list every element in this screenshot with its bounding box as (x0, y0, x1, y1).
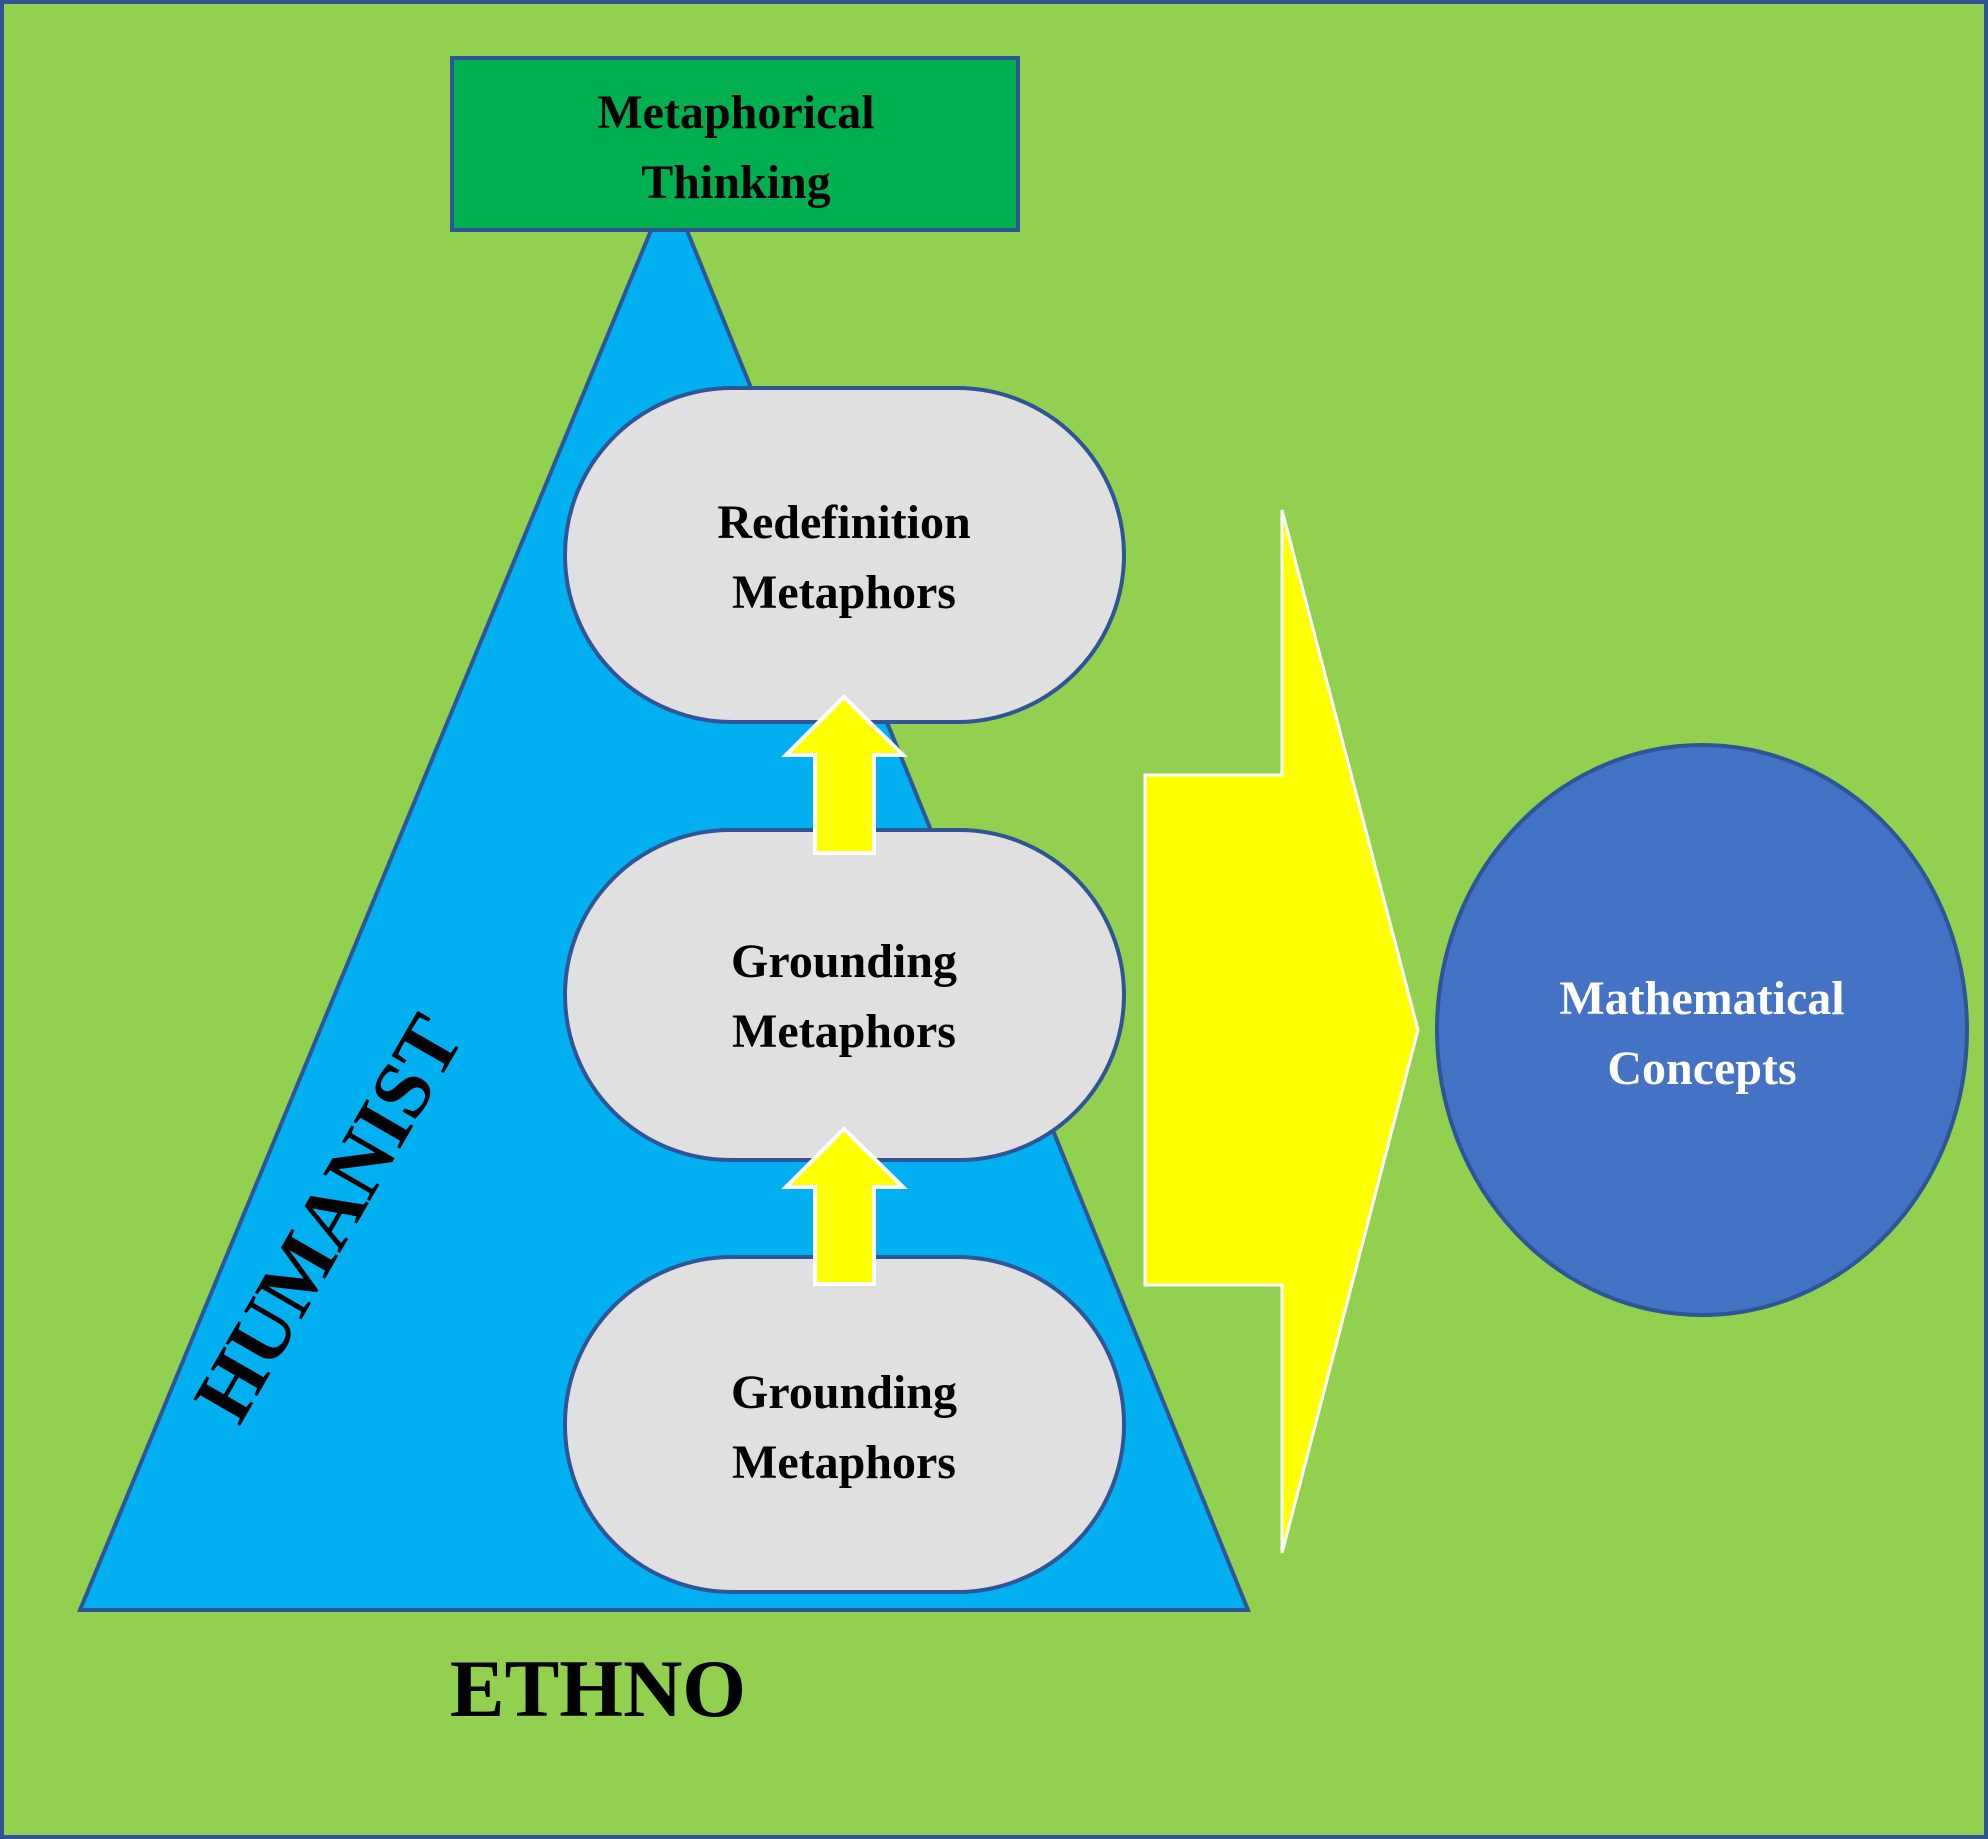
pill-1-line2: Metaphors (732, 566, 956, 619)
mathematical-concepts-circle (1435, 743, 1969, 1317)
pill-1-line1: Redefinition (717, 496, 970, 549)
up-arrow-icon (781, 1126, 908, 1286)
redefinition-metaphors-pill (563, 386, 1126, 724)
pill-3-line1: Grounding (731, 1366, 957, 1419)
metaphorical-thinking-line2: Thinking (641, 156, 830, 209)
pill-2-line1: Grounding (731, 935, 957, 988)
ethno-label: ETHNO (450, 1643, 746, 1734)
metaphorical-thinking-line1: Metaphorical (597, 86, 874, 139)
right-arrow-icon (1143, 509, 1420, 1554)
up-arrow-icon (781, 694, 908, 855)
grounding-metaphors-pill-middle (563, 828, 1126, 1162)
grounding-metaphors-pill-bottom (563, 1255, 1126, 1594)
pill-3-line2: Metaphors (732, 1436, 956, 1489)
metaphorical-thinking-box (450, 56, 1020, 232)
mathematical-concepts-line1: Mathematical (1559, 972, 1844, 1025)
mathematical-concepts-line2: Concepts (1607, 1042, 1796, 1095)
pill-2-line2: Metaphors (732, 1005, 956, 1058)
